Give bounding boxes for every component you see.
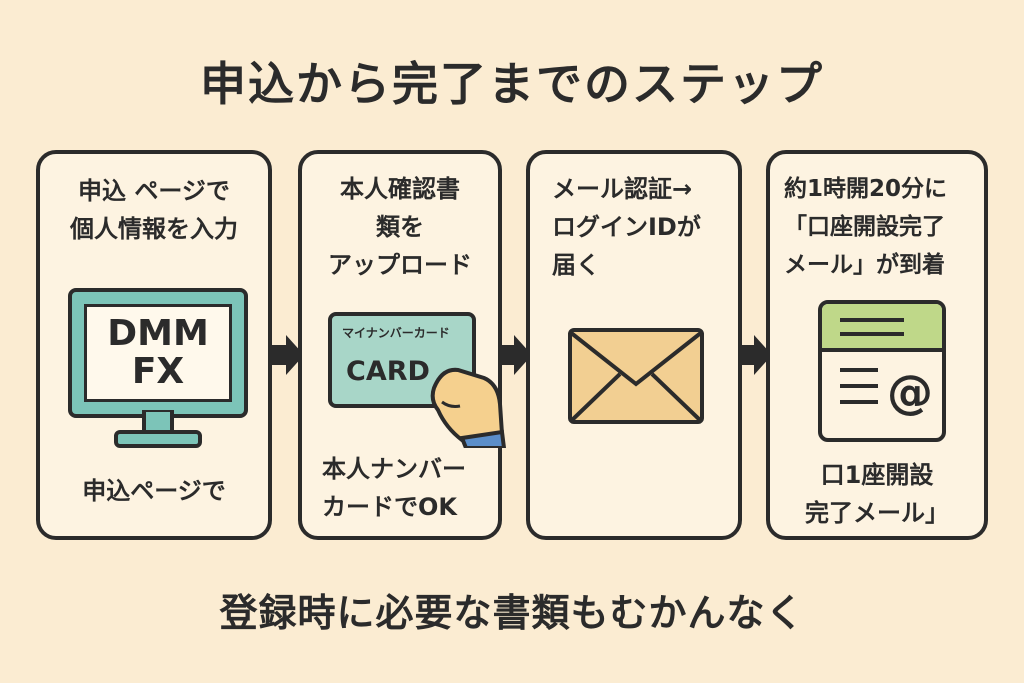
step3-text-top: メール認証→ ログインIDが 届く — [552, 170, 701, 284]
hand-icon — [430, 367, 506, 448]
card-label: マイナンバーカード — [342, 326, 450, 340]
arrow-right-icon — [500, 335, 532, 375]
step4-bottom-line-1: 口1座開設 — [820, 461, 934, 489]
screen-text-fx: FX — [131, 351, 185, 392]
step2-line-3: アップロード — [328, 251, 472, 279]
step1-line-2: 個人情報を入力 — [70, 215, 238, 243]
step4-line-3: メール」が到着 — [784, 252, 945, 278]
step-card-1: 申込 ページで 個人情報を入力 DMM FX 申込ページで — [36, 150, 272, 540]
step-card-4: 約1時開20分に 「口座開設完了 メール」が到着 @ 口1座開設 完了メール」 — [766, 150, 988, 540]
step3-line-2: ログインIDが — [552, 213, 701, 241]
screen-text-dmm: DMM — [107, 313, 209, 354]
step3-line-3: 届く — [552, 251, 600, 279]
step3-line-1: メール認証→ — [552, 175, 693, 203]
step2-line-2: 類を — [376, 213, 424, 241]
step4-line-1: 約1時開20分に — [784, 176, 948, 202]
card-text: CARD — [346, 356, 430, 387]
svg-text:@: @ — [887, 365, 933, 419]
step1-text-bottom: 申込ページで — [82, 477, 226, 505]
step-card-3: メール認証→ ログインIDが 届く — [526, 150, 742, 540]
footer-note: 登録時に必要な書類もむかんなく — [219, 591, 805, 635]
arrow-right-icon — [740, 335, 772, 375]
step4-text-top: 約1時開20分に 「口座開設完了 メール」が到着 — [784, 170, 947, 284]
step2-bottom-line-1: 本人ナンバー — [322, 455, 466, 483]
arrow-right-icon — [272, 335, 304, 375]
step2-text-top: 本人確認書 類を アップロード — [302, 170, 498, 284]
email-document-icon: @ — [818, 300, 946, 442]
step1-text-top: 申込 ページで 個人情報を入力 — [40, 172, 268, 248]
page-title: 申込から完了までのステップ — [200, 57, 824, 111]
envelope-icon — [568, 328, 704, 424]
step1-line-1: 申込 ページで — [78, 177, 230, 205]
step2-bottom-line-2: カードでOK — [322, 493, 457, 521]
step2-text-bottom: 本人ナンバー カードでOK — [322, 450, 466, 526]
step4-bottom-line-2: 完了メール」 — [805, 499, 949, 527]
step4-line-2: 「口座開設完了 — [784, 214, 945, 240]
step4-text-bottom: 口1座開設 完了メール」 — [770, 456, 984, 532]
step2-line-1: 本人確認書 — [340, 175, 460, 203]
monitor-stand-icon — [114, 410, 202, 448]
step-card-2: 本人確認書 類を アップロード マイナンバーカード CARD 本人ナンバー カー… — [298, 150, 506, 540]
